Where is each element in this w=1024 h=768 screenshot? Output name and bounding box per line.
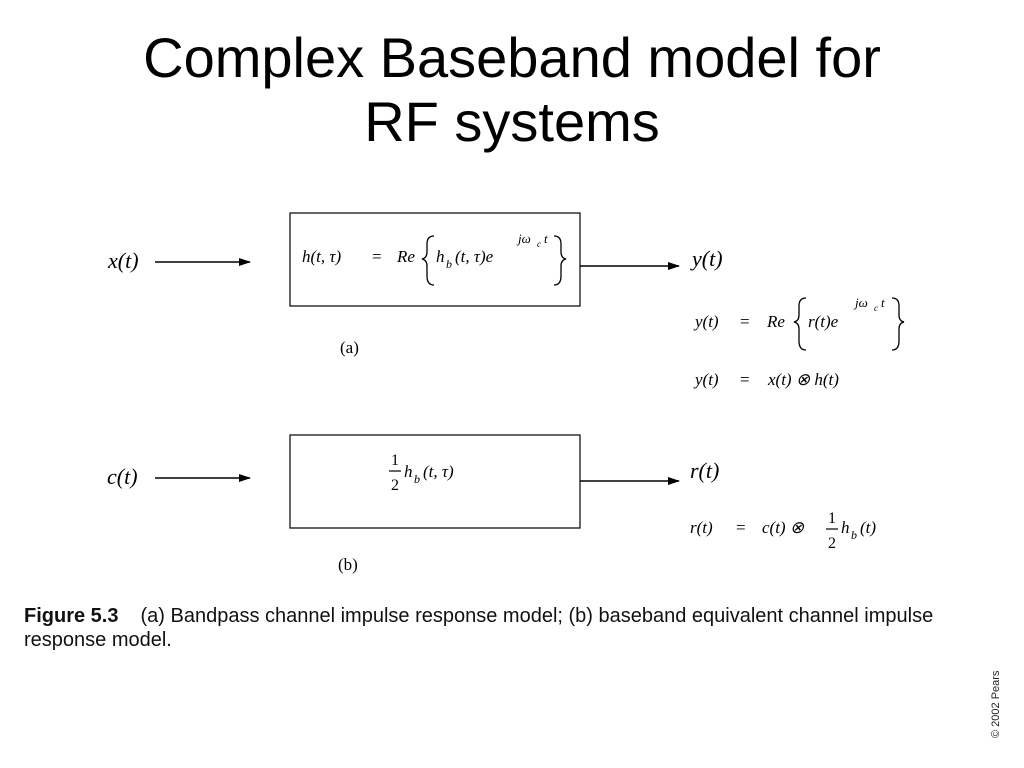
eq-r-equals: = bbox=[736, 518, 746, 537]
equation-r-conv: r(t) = c(t) ⊗ 1 2 h b (t) bbox=[690, 510, 876, 552]
box-a-re: Re bbox=[396, 247, 415, 266]
eq-r-h: h bbox=[841, 518, 850, 537]
diagram-a: x(t) h(t, τ) = Re h b (t, τ)e jω c t y(t… bbox=[107, 212, 905, 389]
eq-r-h-sub: b bbox=[851, 528, 857, 542]
box-a-equation: h(t, τ) = Re h b (t, τ)e jω c t bbox=[302, 231, 567, 286]
eq-r-h-args: (t) bbox=[860, 518, 876, 537]
eq-y-conv-lhs: y(t) bbox=[693, 370, 719, 389]
input-x-label: x(t) bbox=[107, 248, 139, 273]
eq-r-den: 2 bbox=[828, 535, 836, 552]
slide-title: Complex Baseband model for RF systems bbox=[0, 26, 1024, 154]
title-line-2: RF systems bbox=[364, 90, 660, 153]
equation-y-re: y(t) = Re r(t)e jω c t bbox=[693, 295, 905, 351]
output-y-label: y(t) bbox=[690, 246, 723, 271]
eq-y-re-lhs: y(t) bbox=[693, 312, 719, 331]
box-a-lhs: h(t, τ) bbox=[302, 247, 341, 266]
label-a: (a) bbox=[340, 338, 359, 357]
box-b-den: 2 bbox=[391, 477, 399, 494]
box-a-h: h bbox=[436, 247, 445, 266]
box-a-exp-sub: c bbox=[537, 239, 541, 249]
box-b-equation: 1 2 h b (t, τ) bbox=[389, 452, 454, 494]
box-b-h-sub: b bbox=[414, 472, 420, 486]
eq-r-lhs: r(t) bbox=[690, 518, 713, 537]
box-a-right-brace bbox=[553, 235, 567, 286]
system-box-b bbox=[289, 434, 581, 529]
system-box-a bbox=[289, 212, 581, 307]
box-b-h: h bbox=[404, 462, 413, 481]
output-r-label: r(t) bbox=[690, 458, 719, 483]
box-b-h-args: (t, τ) bbox=[423, 462, 454, 481]
caption-text: (a) Bandpass channel impulse response mo… bbox=[24, 605, 934, 651]
equation-y-conv: y(t) = x(t) ⊗ h(t) bbox=[693, 370, 839, 389]
eq-y-conv-rhs: x(t) ⊗ h(t) bbox=[767, 370, 839, 389]
eq-y-re-exp-t: t bbox=[881, 295, 885, 310]
eq-y-re-right-brace bbox=[891, 297, 905, 351]
eq-y-re-equals: = bbox=[740, 312, 750, 331]
diagram-b: c(t) 1 2 h b (t, τ) r(t) (b) r(t) = c(t)… bbox=[107, 434, 876, 574]
figure-caption: Figure 5.3(a) Bandpass channel impulse r… bbox=[24, 604, 1004, 652]
copyright-notice: © 2002 Pears bbox=[990, 670, 1002, 738]
box-a-exp: jω bbox=[516, 231, 531, 246]
box-a-h-args: (t, τ)e bbox=[455, 247, 494, 266]
box-b-num: 1 bbox=[391, 452, 399, 469]
eq-y-re-exp-sub: c bbox=[874, 303, 878, 313]
eq-y-re-re: Re bbox=[766, 312, 785, 331]
box-a-h-sub: b bbox=[446, 257, 452, 271]
figure-label: Figure 5.3 bbox=[24, 605, 119, 627]
eq-y-re-body: r(t)e bbox=[808, 312, 839, 331]
input-c-label: c(t) bbox=[107, 464, 138, 489]
title-line-1: Complex Baseband model for bbox=[143, 26, 881, 89]
eq-y-re-exp: jω bbox=[853, 295, 868, 310]
eq-y-conv-equals: = bbox=[740, 370, 750, 389]
box-a-left-brace bbox=[421, 235, 435, 286]
label-b: (b) bbox=[338, 555, 358, 574]
box-a-equals: = bbox=[372, 247, 382, 266]
eq-y-re-left-brace bbox=[793, 297, 807, 351]
eq-r-num: 1 bbox=[828, 510, 836, 527]
eq-r-mid: c(t) ⊗ bbox=[762, 518, 805, 537]
box-a-exp-t: t bbox=[544, 231, 548, 246]
